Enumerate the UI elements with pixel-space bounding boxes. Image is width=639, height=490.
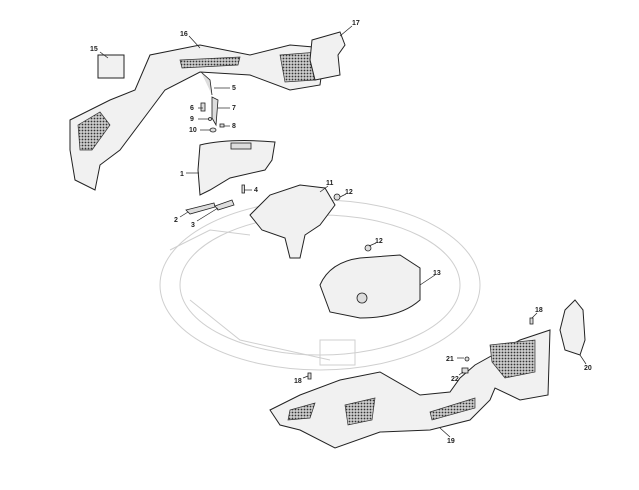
callout-5: 5 <box>232 85 236 92</box>
part-13-engine-cover <box>319 254 421 319</box>
part-12-screw-b <box>364 244 372 252</box>
part-18-screw-a <box>529 317 534 325</box>
part-21-nut <box>464 356 470 362</box>
warning-decal <box>230 142 252 150</box>
callout-1: 1 <box>180 171 184 178</box>
part-12-screw-a <box>333 193 341 201</box>
callout-8: 8 <box>232 123 236 130</box>
callout-21: 21 <box>446 356 454 363</box>
callout-10: 10 <box>189 127 197 134</box>
callout-7: 7 <box>232 105 236 112</box>
part-18-screw-b <box>307 372 312 380</box>
callout-9: 9 <box>190 116 194 123</box>
part-22-clip <box>461 367 469 374</box>
part-11-chute-cover <box>249 184 336 259</box>
callout-16: 16 <box>180 31 188 38</box>
callout-2: 2 <box>174 217 178 224</box>
part-17-bracket <box>309 31 346 81</box>
callout-22: 22 <box>451 376 459 383</box>
callout-17: 17 <box>352 20 360 27</box>
callout-labels: 15 16 17 5 6 7 9 8 10 1 4 2 3 11 12 12 1… <box>90 20 592 445</box>
callout-3: 3 <box>191 222 195 229</box>
callout-20: 20 <box>584 365 592 372</box>
callout-6: 6 <box>190 105 194 112</box>
callout-13: 13 <box>433 270 441 277</box>
callout-18-b: 18 <box>294 378 302 385</box>
small-hardware <box>200 71 225 133</box>
part-19-lower-cover <box>269 329 551 449</box>
callout-4: 4 <box>254 187 258 194</box>
leader-lines <box>99 25 587 438</box>
part-1-rear-flap <box>197 140 276 196</box>
callout-15: 15 <box>90 46 98 53</box>
logo-emblem <box>356 292 368 304</box>
part-2-rod <box>185 202 216 215</box>
callout-19: 19 <box>447 438 455 445</box>
callout-18-a: 18 <box>535 307 543 314</box>
callout-12-a: 12 <box>345 189 353 196</box>
part-20-bracket <box>559 299 586 356</box>
callout-11: 11 <box>326 180 334 187</box>
part-4-pin <box>241 184 245 194</box>
callout-12-b: 12 <box>375 238 383 245</box>
part-15-label-plate <box>97 54 125 79</box>
